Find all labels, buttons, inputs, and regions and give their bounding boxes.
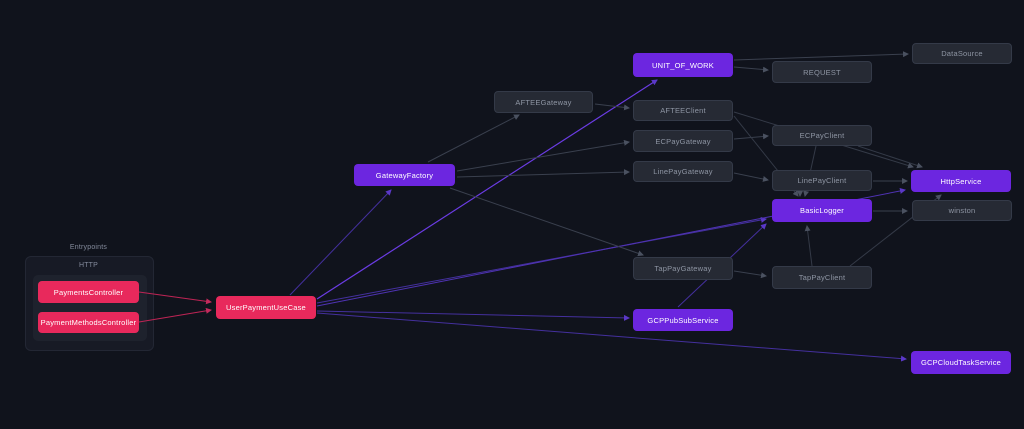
node-ecpay-gateway[interactable]: ECPayGateway [633,130,733,152]
node-unit-of-work[interactable]: UNIT_OF_WORK [633,53,733,77]
edge-tappayclient-basiclogger [804,225,813,267]
node-payments-controller[interactable]: PaymentsController [38,281,139,303]
group-label-http: HTTP [78,262,99,269]
node-gcp-cloud-task-service[interactable]: GCPCloudTaskService [911,351,1011,374]
edge-afteegateway-afteeclient [594,103,630,111]
edge-unitofwork-datasource [733,51,909,61]
edge-linepaygateway-linepayclient [733,172,769,182]
node-linepay-client[interactable]: LinePayClient [772,170,872,191]
node-request[interactable]: REQUEST [772,61,872,83]
edge-tappaygateway-tappayclient [733,270,767,279]
node-tappay-client[interactable]: TapPayClient [772,266,872,289]
edge-userpaymentusecase-basiclogger [316,216,767,304]
edge-userpaymentusecase-gatewayfactory [289,189,392,296]
edge-userpaymentusecase-gcppubsubservice [316,310,630,321]
node-linepay-gateway[interactable]: LinePayGateway [633,161,733,182]
edge-paymentscontroller-userpaymentusecase [138,291,212,305]
edge-unitofwork-request [733,66,769,73]
node-aftee-client[interactable]: AFTEEClient [633,100,733,121]
node-ecpay-client[interactable]: ECPayClient [772,125,872,146]
edge-userpaymentusecase-unitofwork [316,79,658,300]
node-user-payment-use-case[interactable]: UserPaymentUseCase [216,296,316,319]
node-http-service[interactable]: HttpService [911,170,1011,192]
node-datasource[interactable]: DataSource [912,43,1012,64]
edge-gatewayfactory-linepaygateway [456,169,630,178]
edge-userpaymentusecase-gcpcloudtaskservice [316,312,907,362]
node-tappay-gateway[interactable]: TapPayGateway [633,257,733,280]
edge-gatewayfactory-ecpaygateway [456,139,630,172]
node-basic-logger[interactable]: BasicLogger [772,199,872,222]
node-aftee-gateway[interactable]: AFTEEGateway [494,91,593,113]
edge-ecpayclient-httpservice [857,145,923,169]
edge-paymentmethodscontroller-userpaymentusecase [138,307,212,323]
node-payment-methods-controller[interactable]: PaymentMethodsController [38,312,139,333]
node-gcp-pubsub-service[interactable]: GCPPubSubService [633,309,733,331]
edge-gatewayfactory-tappaygateway [449,187,644,257]
group-label-entrypoints: Entrypoints [69,244,108,251]
node-winston[interactable]: winston [912,200,1012,221]
edge-gatewayfactory-afteegateway [427,114,520,163]
node-gateway-factory[interactable]: GatewayFactory [354,164,455,186]
